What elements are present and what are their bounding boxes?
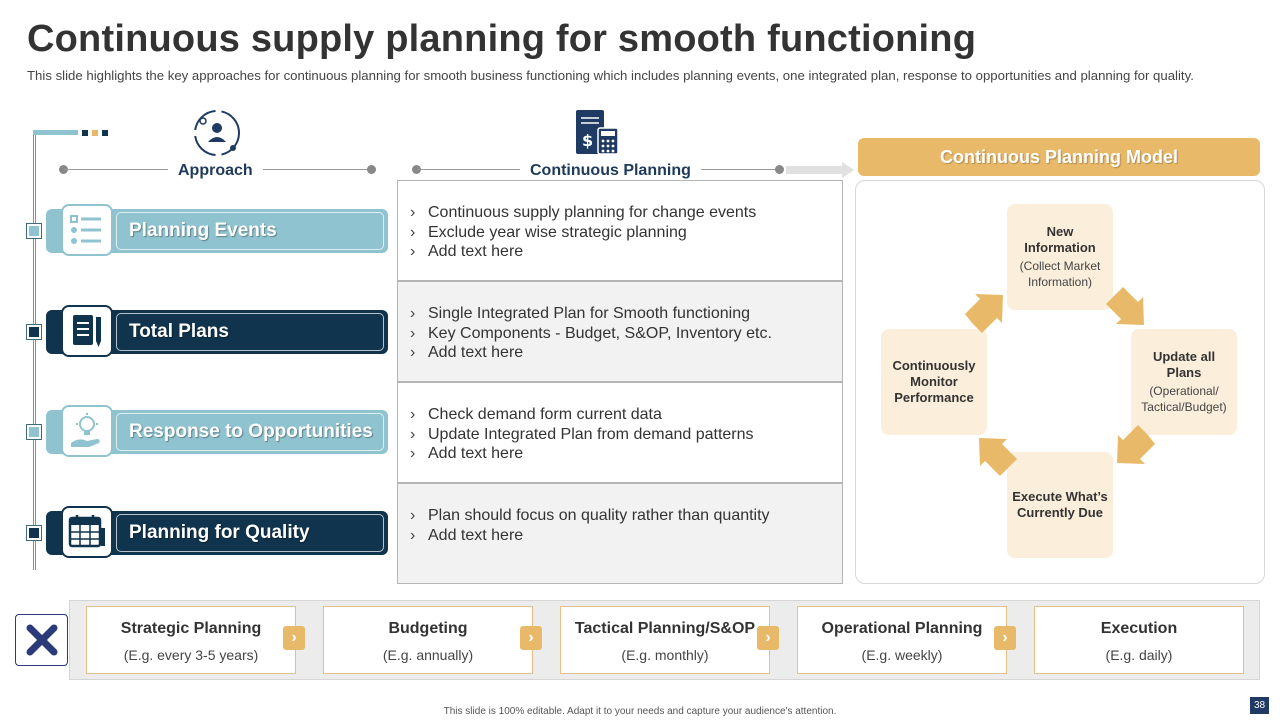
checklist-icon	[61, 204, 113, 256]
bullet-item: ›Key Components - Budget, S&OP, Inventor…	[410, 324, 772, 342]
step-strategic-planning: Strategic Planning (E.g. every 3-5 years…	[86, 606, 296, 674]
step-operational-planning: Operational Planning (E.g. weekly)	[797, 606, 1007, 674]
model-title: Continuous Planning Model	[858, 138, 1260, 176]
bullet-item: ›Check demand form current data	[410, 406, 662, 423]
bullet-item[interactable]: ›Add text here	[410, 344, 524, 361]
bullet-item: ›Plan should focus on quality rather tha…	[410, 507, 770, 524]
bullet-item[interactable]: ›Add text here	[410, 243, 524, 260]
decor-square	[82, 130, 88, 136]
step-tactical-planning: Tactical Planning/S&OP (E.g. monthly)	[560, 606, 770, 674]
calculator-document-icon: $	[572, 108, 622, 158]
timeline-marker	[26, 324, 42, 340]
step-budgeting: Budgeting (E.g. annually)	[323, 606, 533, 674]
chevron-right-icon: ›	[520, 626, 542, 650]
approach-label: Total Plans	[116, 313, 384, 351]
calendar-pencil-icon	[61, 506, 113, 558]
chevron-right-icon: ›	[994, 626, 1016, 650]
bullet-item: ›Single Integrated Plan for Smooth funct…	[410, 305, 750, 322]
bullet-item[interactable]: ›Add text here	[410, 445, 524, 462]
svg-text:$: $	[582, 131, 593, 150]
slide-subtitle: This slide highlights the key approaches…	[27, 68, 1194, 83]
approach-header-icon	[190, 106, 244, 160]
planning-details-box: ›Single Integrated Plan for Smooth funct…	[397, 281, 843, 382]
planning-details-box: ›Continuous supply planning for change e…	[397, 180, 843, 281]
approach-label: Planning Events	[116, 212, 384, 250]
bullet-item: ›Update Integrated Plan from demand patt…	[410, 425, 754, 443]
timeline-topbar	[33, 130, 78, 135]
header-dot	[367, 165, 376, 174]
model-node-update-plans: Update all Plans (Operational/ Tactical/…	[1131, 329, 1237, 435]
planning-details-box: ›Check demand form current data ›Update …	[397, 382, 843, 483]
timeline-line	[33, 133, 36, 570]
decor-square	[102, 130, 108, 136]
header-dot	[59, 165, 68, 174]
approach-label: Planning for Quality	[116, 514, 384, 552]
model-panel	[855, 180, 1265, 584]
model-node-monitor: Continuously Monitor Performance	[881, 329, 987, 435]
decor-square	[92, 130, 98, 136]
page-number: 38	[1250, 697, 1269, 714]
approach-header: Approach	[168, 162, 263, 180]
arrow-right-icon	[786, 162, 856, 178]
chevron-right-icon: ›	[757, 626, 779, 650]
timeline-marker	[26, 223, 42, 239]
timeline-marker	[26, 525, 42, 541]
close-x-icon[interactable]	[15, 614, 68, 666]
model-node-execute: Execute What’s Currently Due	[1007, 452, 1113, 558]
header-dot	[412, 165, 421, 174]
model-node-new-information: New Information (Collect Market Informat…	[1007, 204, 1113, 310]
timeline-marker	[26, 424, 42, 440]
header-dot	[775, 165, 784, 174]
chevron-right-icon: ›	[283, 626, 305, 650]
footer-note: This slide is 100% editable. Adapt it to…	[443, 706, 837, 717]
continuous-planning-header: Continuous Planning	[520, 162, 701, 180]
planning-details-box: ›Plan should focus on quality rather tha…	[397, 483, 843, 584]
bullet-item[interactable]: ›Add text here	[410, 526, 524, 544]
approach-label: Response to Opportunities	[116, 413, 384, 451]
idea-hand-icon	[61, 405, 113, 457]
bullet-item: ›Continuous supply planning for change e…	[410, 204, 757, 221]
step-execution: Execution (E.g. daily)	[1034, 606, 1244, 674]
slide-title: Continuous supply planning for smooth fu…	[27, 18, 977, 60]
bullet-item: ›Exclude year wise strategic planning	[410, 223, 687, 241]
document-pencil-icon	[61, 305, 113, 357]
